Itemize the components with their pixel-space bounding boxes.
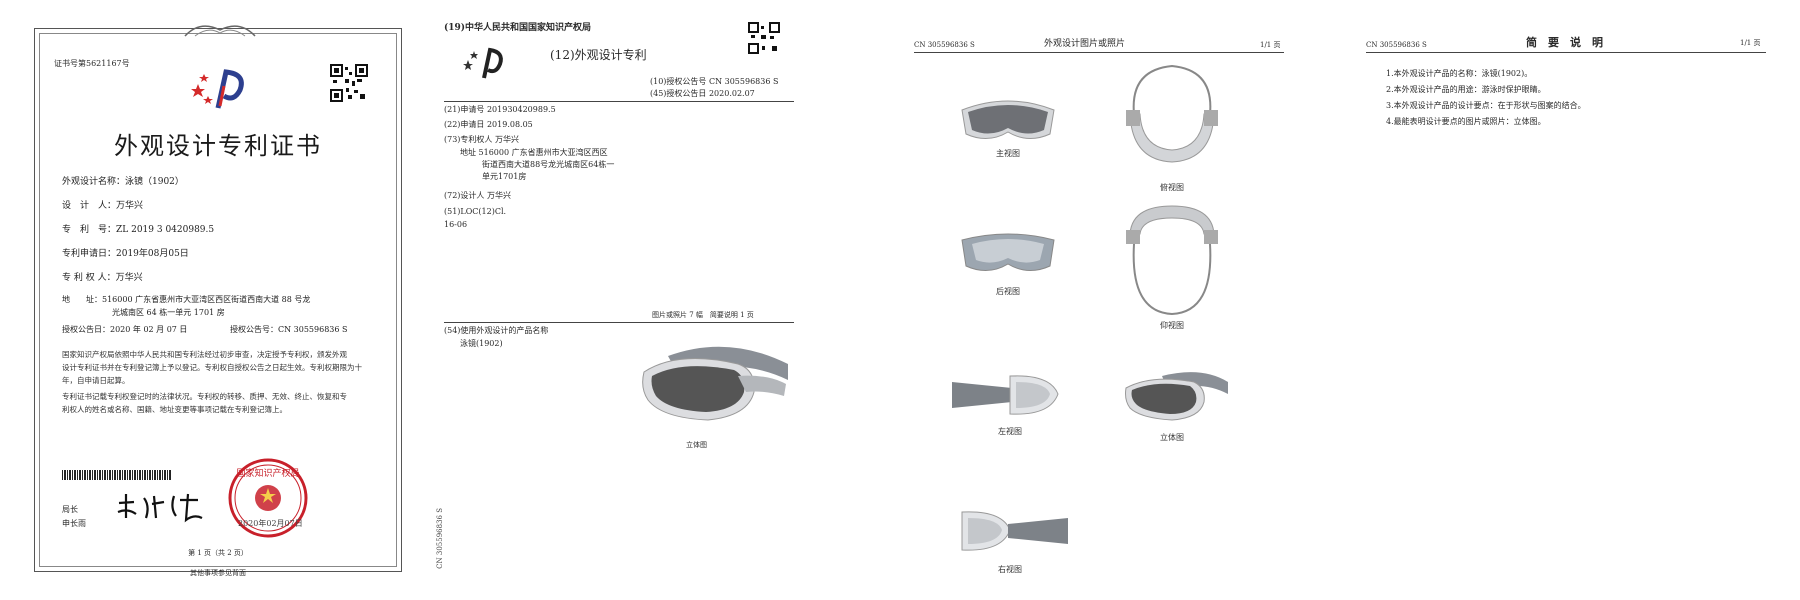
issuing-authority: (19)中华人民共和国国家知识产权局 — [444, 23, 592, 33]
divider — [914, 52, 1284, 53]
goggles-right-view — [961, 511, 1068, 551]
description-item-1: 1.本外观设计产品的名称：泳镜(1902)。 — [1386, 69, 1533, 78]
view-caption-right: 右视图 — [998, 565, 1022, 574]
address-line-2: 光城南区 64 栋一单元 1701 房 — [112, 308, 225, 317]
goggles-left-view — [952, 375, 1059, 415]
cnipa-logo-icon — [191, 69, 244, 109]
product-name: 泳镜(1902) — [460, 339, 503, 348]
goggles-bottom-view — [1126, 205, 1218, 316]
view-caption-top: 俯视图 — [1160, 183, 1184, 192]
summary-line: 图片或照片 7 幅 简要说明 1 页 — [652, 311, 754, 319]
loc-classification: (51)LOC(12)Cl. — [444, 207, 507, 216]
loc-class-code: 16-06 — [444, 220, 468, 229]
brief-description-page: CN 305596836 S 简 要 说 明 1/1 页 1.本外观设计产品的名… — [1350, 0, 1770, 600]
page-code: CN 305596836 S — [914, 41, 975, 49]
view-caption-left: 左视图 — [998, 427, 1022, 436]
designer: (72)设计人 万华兴 — [444, 191, 511, 200]
qr-code-icon — [748, 22, 780, 54]
goggles-top-view — [1126, 64, 1218, 163]
goggles-rear-view — [961, 233, 1055, 271]
page-title: 简 要 说 明 — [1526, 36, 1603, 49]
certificate-number: 证书号第5621167号 — [54, 59, 130, 68]
divider — [1366, 52, 1766, 53]
ornament-top — [184, 25, 256, 37]
notice-line-1: 国家知识产权局依照中华人民共和国专利法经过初步审查，决定授予专利权，颁发外观 — [62, 350, 347, 359]
notice-line-4: 专利证书记载专利权登记时的法律状况。专利权的转移、质押、无效、终止、恢复和专 — [62, 392, 347, 401]
page-code: CN 305596836 S — [1366, 41, 1427, 49]
divider — [444, 322, 794, 323]
notice-line-2: 设计专利证书并在专利登记簿上予以登记。专利权自授权公告之日起生效。专利权期限为十 — [62, 363, 362, 372]
description-item-4: 4.最能表明设计要点的图片或照片：立体图。 — [1386, 117, 1546, 126]
view-caption-3d: 立体图 — [1160, 433, 1184, 442]
view-caption: 立体图 — [686, 441, 707, 449]
description-item-3: 3.本外观设计产品的设计要点：在于形状与图案的结合。 — [1386, 101, 1586, 110]
qr-code-icon — [330, 64, 368, 102]
filing-date: 专利申请日：2019年08月05日 — [62, 249, 189, 259]
view-caption-bottom: 仰视图 — [1160, 321, 1184, 330]
address-line-1: 地址 516000 广东省惠州市大亚湾区西区 — [460, 148, 608, 157]
certificate-footer: 其他事项参见背面 — [190, 569, 246, 577]
document-type: (12)外观设计专利 — [550, 48, 647, 62]
design-name: 外观设计名称：泳镜（1902） — [62, 177, 184, 187]
publication-date: (45)授权公告日 2020.02.07 — [650, 89, 755, 98]
view-caption-front: 主视图 — [996, 149, 1020, 158]
certificate-inner-border — [39, 33, 397, 567]
side-code: CN 305596836 S — [436, 508, 444, 569]
director-signature — [117, 493, 203, 523]
notice-line-3: 年，自申请日起算。 — [62, 376, 130, 385]
description-item-2: 2.本外观设计产品的用途：游泳时保护眼睛。 — [1386, 85, 1546, 94]
designer: 设 计 人：万华兴 — [62, 201, 144, 211]
page-number: 1/1 页 — [1740, 39, 1761, 47]
director-name: 申长雨 — [62, 519, 86, 528]
divider — [444, 101, 794, 102]
patent-certificate: 证书号第5621167号 外观设计专利证书 外观设计名称：泳镜（1902） 设 … — [30, 18, 406, 578]
page-number: 1/1 页 — [1260, 41, 1281, 49]
publication-number: (10)授权公告号 CN 305596836 S — [650, 77, 779, 86]
grant-front-page: (19)中华人民共和国国家知识产权局 (12)外观设计专利 (10)授权公告号 … — [432, 0, 812, 600]
certificate-title: 外观设计专利证书 — [114, 132, 322, 160]
patentee: (73)专利权人 万华兴 — [444, 135, 519, 144]
page-title: 外观设计图片或照片 — [1044, 39, 1126, 49]
barcode — [62, 470, 172, 480]
address-line-1: 地 址：516000 广东省惠州市大亚湾区西区街道西南大道 88 号龙 — [62, 295, 311, 304]
grant-number: 授权公告号：CN 305596836 S — [230, 325, 348, 334]
grant-date: 授权公告日：2020 年 02 月 07 日 — [62, 325, 188, 334]
svg-text:国家知识产权局: 国家知识产权局 — [236, 467, 299, 479]
stamp-date: 2020年02月07日 — [238, 519, 303, 528]
patentee: 专 利 权 人：万华兴 — [62, 273, 143, 283]
director-title: 局长 — [62, 505, 78, 514]
page-indicator: 第 1 页（共 2 页） — [188, 549, 248, 557]
application-number: (21)申请号 201930420989.5 — [444, 105, 556, 114]
address-line-3: 单元1701房 — [482, 172, 527, 181]
patent-number: 专 利 号：ZL 2019 3 0420989.5 — [62, 225, 215, 235]
goggles-3d-view — [642, 346, 788, 421]
product-label: (54)使用外观设计的产品名称 — [444, 326, 549, 335]
goggles-front-view — [961, 100, 1055, 139]
notice-line-5: 利权人的姓名或名称、国籍、地址变更等事项记载在专利登记簿上。 — [62, 405, 287, 414]
view-caption-rear: 后视图 — [996, 287, 1020, 296]
official-stamp: 国家知识产权局 — [228, 458, 308, 538]
design-views-page: CN 305596836 S 外观设计图片或照片 1/1 页 主视图 俯视图 后… — [870, 0, 1290, 600]
address-line-2: 街道西南大道88号龙光城南区64栋一 — [482, 160, 615, 169]
application-date: (22)申请日 2019.08.05 — [444, 120, 533, 129]
goggles-3d-view — [1125, 372, 1228, 421]
cnipa-logo-icon — [463, 47, 503, 79]
